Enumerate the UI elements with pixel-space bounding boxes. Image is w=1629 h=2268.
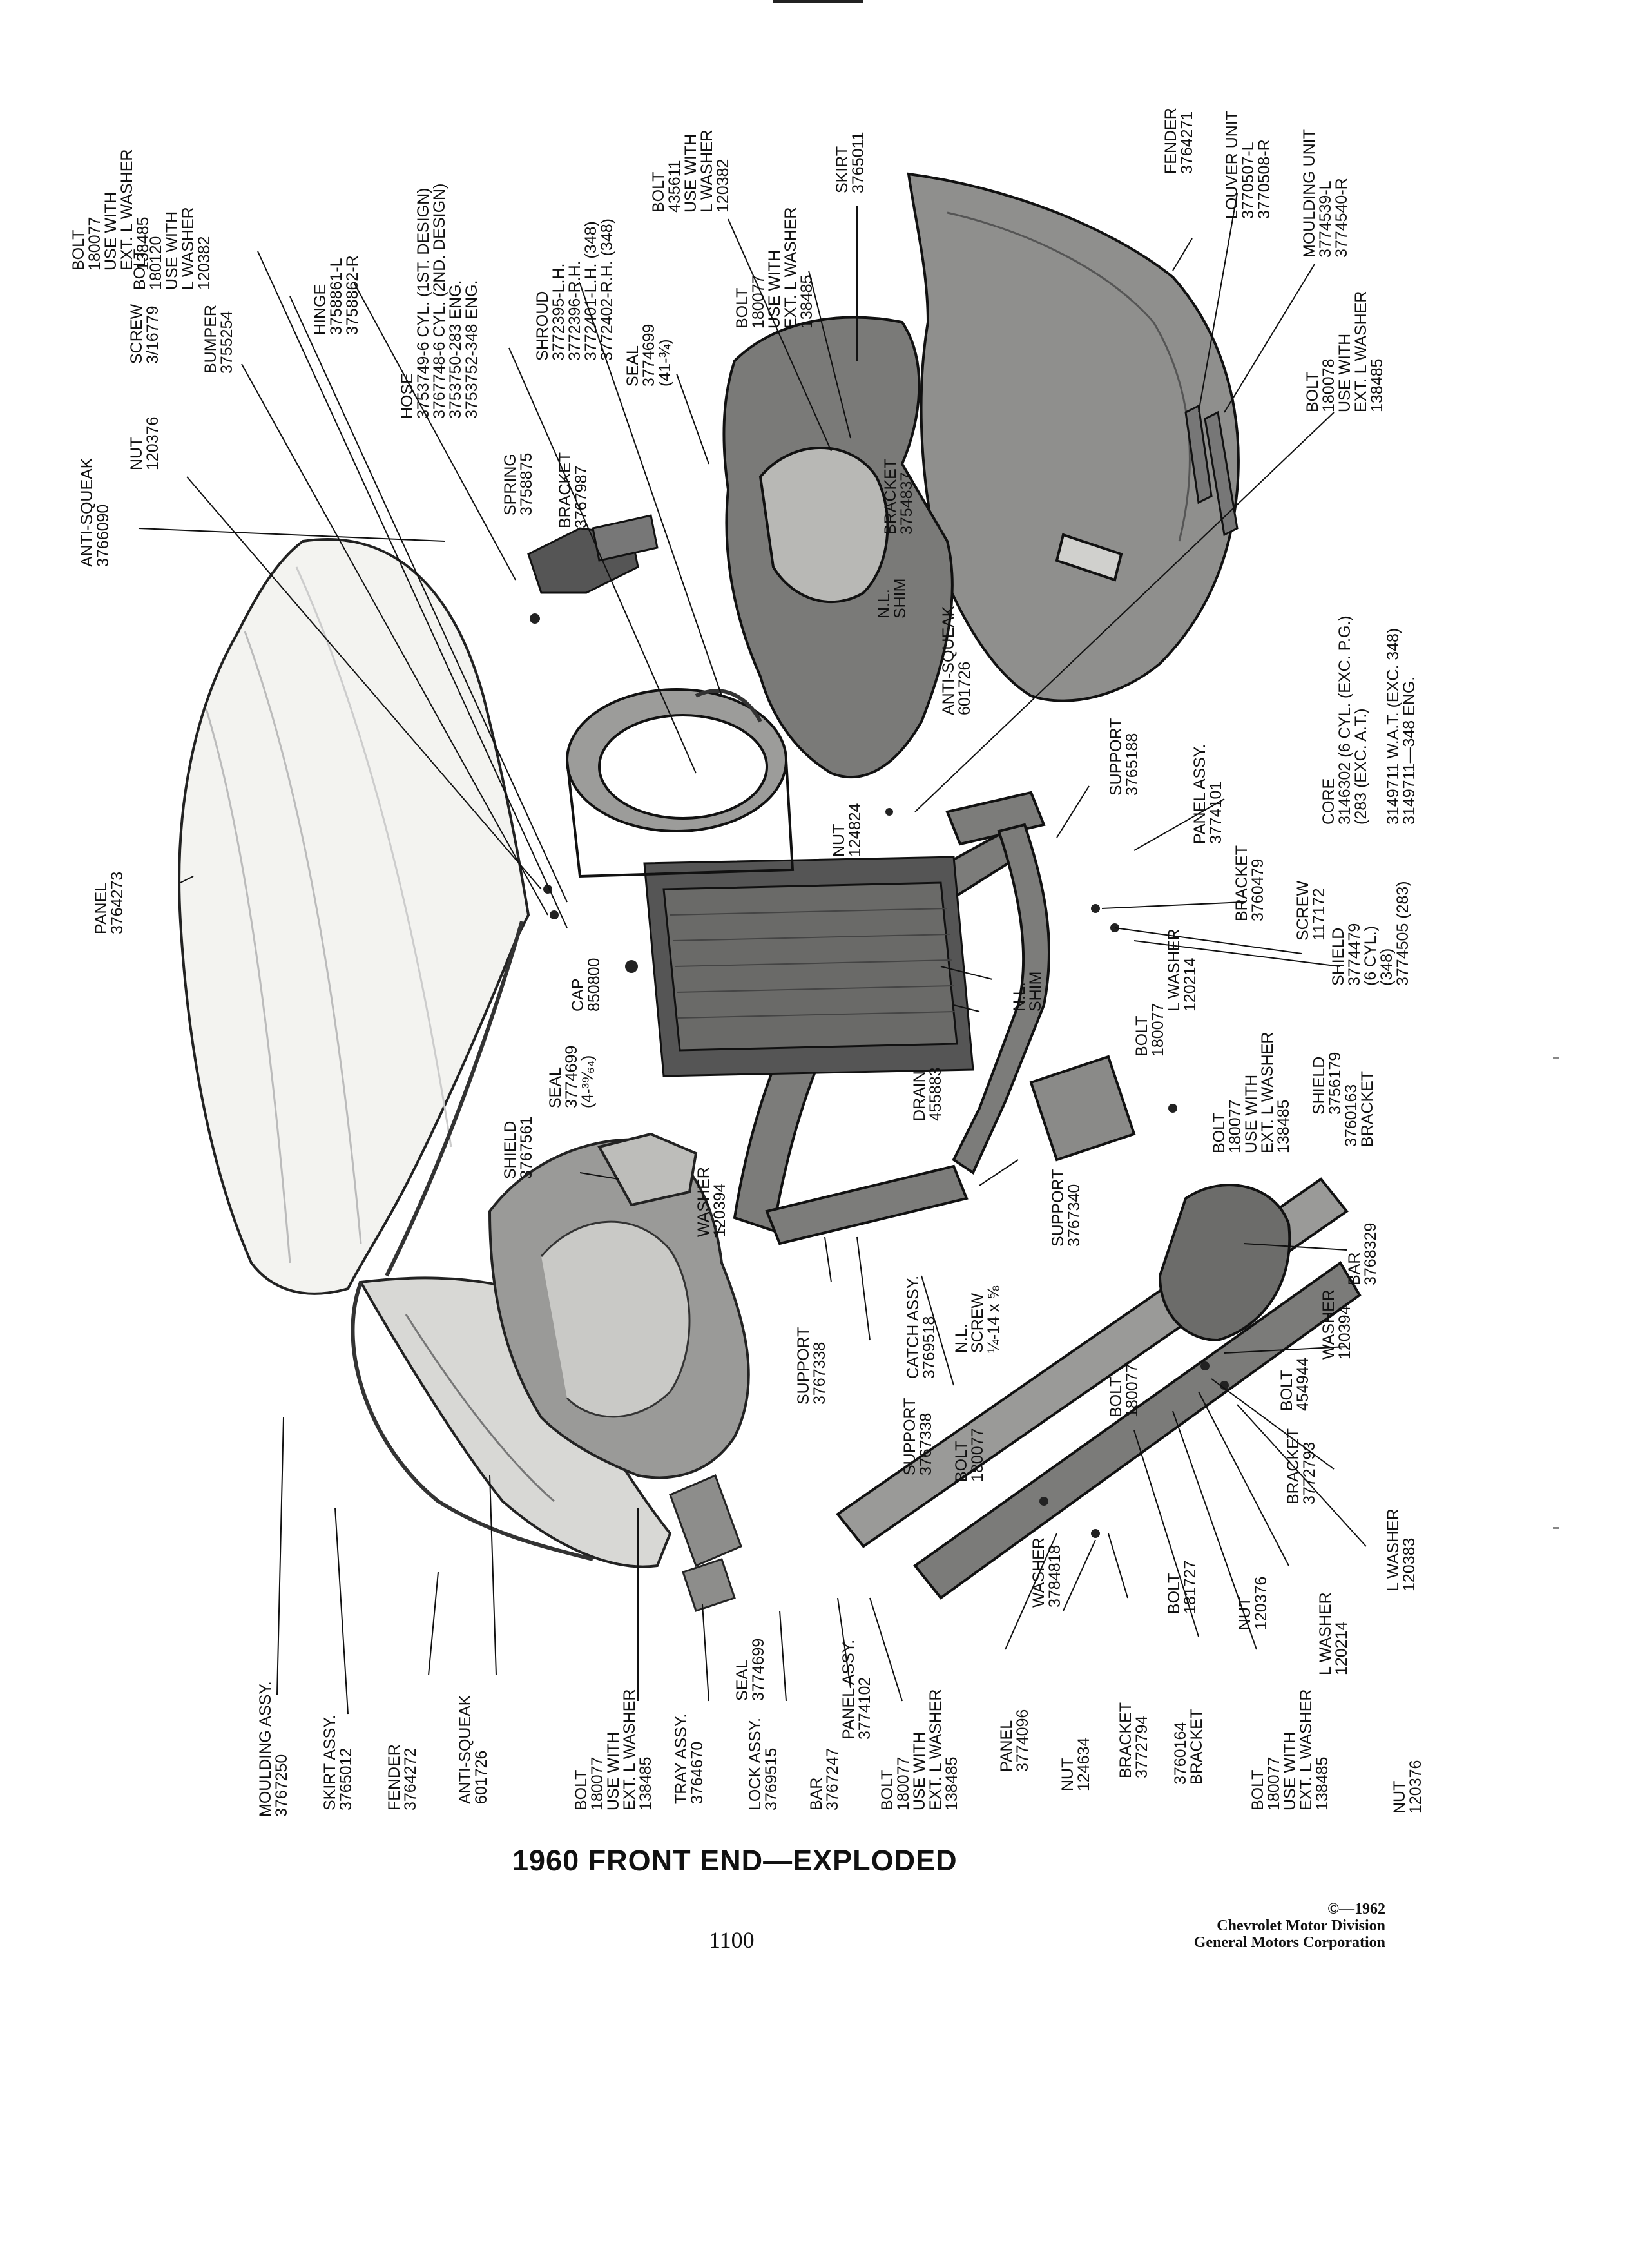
part-label: SEAL3774699 <box>733 1639 767 1701</box>
louver-moulding-units <box>1184 404 1239 537</box>
page-number: 1100 <box>709 1927 755 1953</box>
part-label: L WASHER120383 <box>1384 1508 1418 1591</box>
fender-left <box>351 1276 672 1568</box>
part-label: BRACKET3754837 <box>882 459 916 535</box>
part-label: SUPPORT3767340 <box>1049 1169 1083 1247</box>
part-label: L WASHER120214 <box>1316 1592 1351 1675</box>
radiator-core <box>643 856 974 1077</box>
part-label: HINGE3758861-L3758862-R <box>311 255 361 335</box>
part-label: NUT124824 <box>830 803 864 857</box>
part-label: BOLT180077USE WITHEXT. L WASHER138485 <box>733 207 816 329</box>
part-label: CAP850800 <box>569 958 603 1012</box>
page-title: 1960 FRONT END—EXPLODED <box>512 1844 958 1877</box>
part-label: 3760163BRACKET <box>1342 1071 1376 1147</box>
part-label: TRAY ASSY.3764670 <box>672 1714 706 1804</box>
part-label: L WASHER120214 <box>1165 928 1199 1012</box>
tray-assy <box>669 1474 742 1612</box>
part-label: BAR3768329 <box>1345 1223 1380 1285</box>
part-label: BOLT435611USE WITHL WASHER120382 <box>650 130 732 213</box>
part-label: BUMPER3755254 <box>202 305 236 374</box>
part-label: BAR3767247 <box>807 1748 842 1811</box>
part-label: SHIELD3756179 <box>1310 1052 1344 1115</box>
part-label: SHIELD3767561 <box>501 1117 535 1179</box>
part-label: BOLT180077USE WITHEXT. L WASHER138485 <box>878 1689 961 1811</box>
part-label: CATCH ASSY.3769518 <box>904 1276 938 1379</box>
part-label: NUT120376 <box>128 417 162 470</box>
part-label: WASHER120394 <box>695 1167 729 1237</box>
part-label: PANEL ASSY.3774102 <box>840 1640 874 1740</box>
part-label: BOLT180077 <box>1133 1003 1167 1057</box>
part-label: BOLT181727 <box>1165 1561 1199 1614</box>
part-label: BRACKET3767987 <box>556 452 590 528</box>
scan-marks <box>773 0 1559 1529</box>
part-label: BOLT180077USE WITHEXT. L WASHER138485 <box>572 1689 655 1811</box>
part-label: PANEL3764273 <box>92 872 126 934</box>
copyright-line: General Motors Corporation <box>1193 1934 1385 1951</box>
part-label: SUPPORT3767338 <box>901 1398 935 1475</box>
part-label: N.L.SCREW¼-14 x ⅝ <box>952 1286 1003 1353</box>
small-fasteners <box>530 613 1229 1538</box>
part-label: NUT120376 <box>1391 1760 1425 1814</box>
hinge-spring-assy <box>527 514 659 594</box>
part-label: WASHER3784818 <box>1030 1537 1064 1608</box>
part-label: BOLT180078USE WITHEXT. L WASHER138485 <box>1304 291 1386 412</box>
part-label: CORE3146302 (6 CYL. (EXC. P.G.)(283 (EXC… <box>1320 615 1418 825</box>
part-label: BOLT180077 <box>1107 1364 1141 1418</box>
part-label: FENDER3764272 <box>385 1744 419 1811</box>
part-label: 3760164BRACKET <box>1171 1709 1206 1785</box>
copyright-line: ©—1962 <box>1327 1901 1385 1917</box>
part-label: SPRING3758875 <box>501 453 535 515</box>
copyright-line: Chevrolet Motor Division <box>1217 1917 1385 1934</box>
part-labels: BOLT180077USE WITHEXT. L WASHER138485 BO… <box>70 108 1425 1817</box>
part-label: SUPPORT3767338 <box>795 1327 829 1405</box>
part-label: PANEL3774096 <box>998 1709 1032 1772</box>
lower-bars-panels <box>836 1055 1362 1600</box>
part-label: SHROUD3772395-L.H.3772396-R.H.3772401-L.… <box>534 218 616 361</box>
part-label: NUT124634 <box>1059 1737 1093 1791</box>
part-label: SCREW117172 <box>1294 881 1328 941</box>
part-label: SEAL3774699(41-¾) <box>624 324 674 387</box>
part-label: BOLT454944 <box>1278 1357 1312 1411</box>
copyright-block: ©—1962 Chevrolet Motor Division General … <box>1115 1901 1385 1951</box>
part-label: SCREW3/16779 <box>128 304 162 364</box>
part-label: SKIRT ASSY.3765012 <box>321 1715 355 1811</box>
part-label: SHIELD3774479(6 CYL.)(348)3774505 (283) <box>1329 881 1412 986</box>
part-label: HOSE3753749-6 CYL. (1ST. DESIGN)3767748-… <box>398 184 481 419</box>
part-label: N.L.SHIM <box>1010 972 1045 1012</box>
part-label: BRACKET3772794 <box>1117 1702 1151 1778</box>
part-label: BOLT180077 <box>952 1428 987 1482</box>
part-label: ANTI-SQUEAK3766090 <box>78 457 112 567</box>
part-label: ANTI-SQUEAK601726 <box>940 606 974 715</box>
part-label: BRACKET3760479 <box>1233 845 1267 921</box>
fender-right <box>907 172 1240 702</box>
part-label: FENDER3764271 <box>1162 108 1196 174</box>
skirt-left <box>488 1132 750 1479</box>
part-label: ANTI-SQUEAK601726 <box>456 1695 490 1804</box>
part-label: MOULDING UNIT3774539-L3774540-R <box>1300 129 1351 258</box>
part-label: BOLT180077USE WITHEXT. L WASHER138485 <box>70 149 152 271</box>
part-label: BRACKET3772793 <box>1284 1428 1318 1504</box>
part-label: LOCK ASSY.3769515 <box>746 1718 780 1811</box>
skirt-right <box>722 316 954 779</box>
part-label: SKIRT3765011 <box>833 132 867 193</box>
part-label: DRAIN455883 <box>911 1068 945 1121</box>
part-label: N.L.SHIM <box>875 579 909 619</box>
part-label: PANEL ASSY.3774101 <box>1191 744 1225 844</box>
fan-shroud <box>566 688 795 878</box>
part-label: NUT120376 <box>1236 1577 1270 1630</box>
part-label: BOLT180077USE WITHEXT. L WASHER138485 <box>1210 1032 1293 1153</box>
part-label: BOLT180120USE WITHL WASHER120382 <box>131 207 213 290</box>
part-label: SUPPORT3765188 <box>1107 718 1141 796</box>
part-label: LOUVER UNIT3770507-L3770508-R <box>1223 111 1273 219</box>
hood-panel <box>178 538 530 1295</box>
part-label: SEAL3774699(4-³⁹⁄₆₄) <box>546 1046 597 1108</box>
leader-lines <box>138 193 1367 1715</box>
part-label: WASHER120394 <box>1320 1289 1354 1360</box>
part-label: MOULDING ASSY.3767250 <box>256 1681 291 1817</box>
part-label: BOLT180077USE WITHEXT. L WASHER138485 <box>1249 1689 1331 1811</box>
